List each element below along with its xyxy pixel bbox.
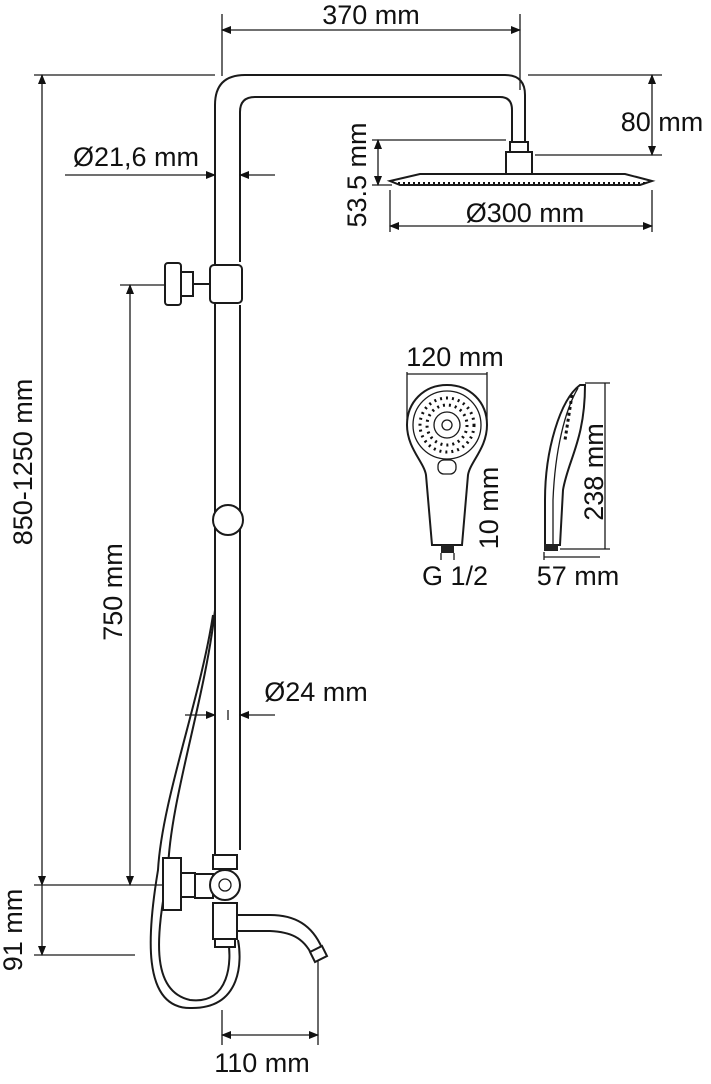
dim-spout-height: 91 mm bbox=[0, 889, 28, 972]
dim-arm-drop: 80 mm bbox=[621, 107, 704, 137]
slider-knob bbox=[212, 504, 244, 536]
dim-arm-length: 370 mm bbox=[322, 0, 420, 30]
dim-spout-length: 110 mm bbox=[214, 1048, 310, 1078]
riser-pipe bbox=[214, 74, 526, 860]
shower-hose bbox=[149, 609, 241, 1010]
wall-holder bbox=[164, 262, 243, 306]
dim-hand-depth: 57 mm bbox=[537, 561, 620, 591]
dim-bottom-pipe-diameter: Ø24 mm bbox=[264, 677, 368, 707]
dim-top-pipe-diameter: Ø21,6 mm bbox=[73, 142, 199, 172]
rain-shower-head bbox=[386, 141, 656, 186]
dim-hand-width: 120 mm bbox=[406, 342, 504, 372]
dim-total-height: 850-1250 mm bbox=[8, 379, 38, 546]
dim-hand-thread-length: 10 mm bbox=[474, 467, 504, 550]
dim-holder-height: 750 mm bbox=[98, 543, 128, 641]
dim-head-thickness: 53.5 mm bbox=[342, 122, 372, 227]
dim-hand-thread: G 1/2 bbox=[422, 561, 488, 591]
dimension-lines bbox=[34, 14, 662, 1045]
dim-head-diameter: Ø300 mm bbox=[466, 198, 585, 228]
dim-hand-length: 238 mm bbox=[579, 423, 609, 521]
hand-shower-side bbox=[544, 384, 587, 551]
hand-shower-front bbox=[405, 383, 489, 553]
mixer-spout bbox=[162, 854, 329, 964]
